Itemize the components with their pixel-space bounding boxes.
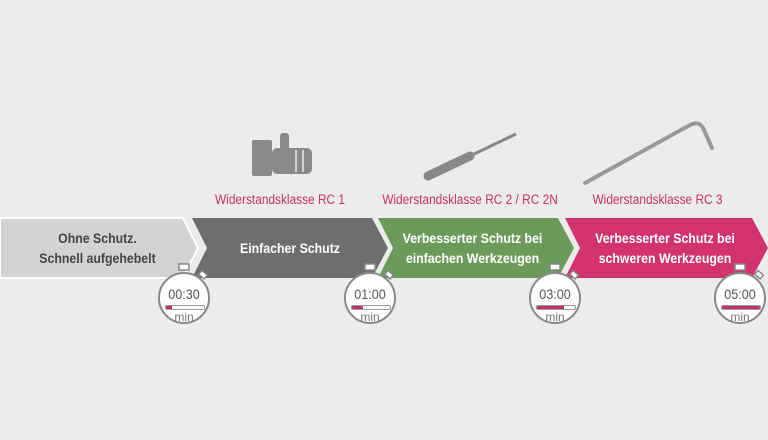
stopwatch-unit: min xyxy=(174,310,194,324)
time-progress-bar xyxy=(536,305,576,310)
stage-0-text: Ohne Schutz.Schnell aufgehebelt xyxy=(39,230,156,266)
time-progress-bar xyxy=(721,305,761,310)
stopwatch-2: 03:00 min xyxy=(527,258,583,324)
stopwatch-time: 03:00 xyxy=(539,286,571,302)
arrow-stage-2 xyxy=(378,218,574,278)
time-progress-bar xyxy=(351,305,391,310)
class-label-2: Widerstandsklasse RC 2 / RC 2N xyxy=(382,192,558,207)
stopwatch-icon xyxy=(714,263,766,324)
time-progress-fill xyxy=(537,306,564,309)
time-progress-fill xyxy=(352,306,364,309)
stopwatch-time: 00:30 xyxy=(168,286,200,302)
stopwatch-unit: min xyxy=(545,310,565,324)
stage-1-text: Einfacher Schutz xyxy=(240,240,340,256)
arrow-stage-0 xyxy=(0,217,200,279)
stopwatch-unit: min xyxy=(730,310,750,324)
fist-icon xyxy=(252,133,312,176)
crowbar-icon xyxy=(583,121,714,185)
stopwatch-icon xyxy=(344,263,396,324)
screwdriver-icon xyxy=(423,132,517,181)
arrow-stage-1 xyxy=(192,218,388,278)
time-progress-fill xyxy=(722,306,760,309)
stopwatch-icon xyxy=(158,263,210,324)
class-label-1: Widerstandsklasse RC 1 xyxy=(214,192,346,207)
stopwatch-unit: min xyxy=(360,310,380,324)
stopwatch-icon xyxy=(529,263,581,324)
arrow-stage-3 xyxy=(565,218,768,278)
stopwatch-1: 01:00 min xyxy=(342,258,398,324)
class-label-3: Widerstandsklasse RC 3 xyxy=(592,192,723,207)
time-progress-bar xyxy=(165,305,205,310)
stopwatch-3: 05:00 min xyxy=(712,258,768,324)
stopwatch-0: 00:30 min xyxy=(156,258,212,324)
stopwatch-time: 01:00 xyxy=(354,286,386,302)
stopwatch-time: 05:00 xyxy=(724,286,756,302)
time-progress-fill xyxy=(166,306,172,309)
